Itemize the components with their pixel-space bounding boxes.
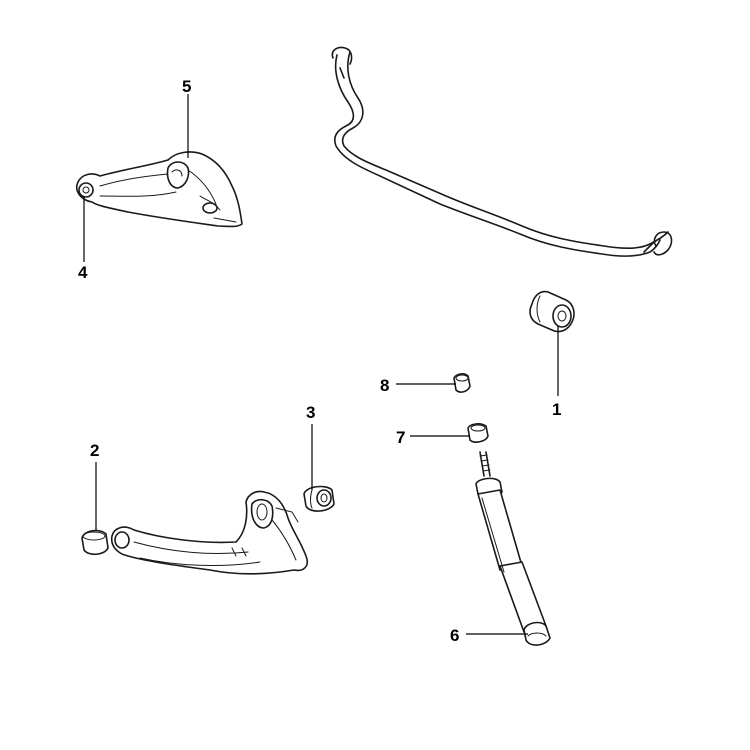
upper-control-arm	[76, 151, 243, 228]
stabilizer-bar	[331, 46, 673, 257]
lower-control-arm	[110, 490, 309, 575]
lower-arm-bushing-2	[81, 529, 109, 556]
stabilizer-bushing	[529, 290, 575, 333]
callouts: 1 2 3 4 5 6 7 8	[78, 77, 561, 645]
small-bushing-8	[453, 373, 471, 393]
callout-7: 7	[396, 428, 405, 447]
small-bushing-7	[467, 423, 489, 443]
lower-arm-bushing-3	[303, 485, 335, 512]
leader-lines	[83, 94, 559, 635]
callout-4: 4	[78, 263, 88, 282]
callout-8: 8	[380, 376, 389, 395]
callout-3: 3	[306, 403, 315, 422]
callout-1: 1	[552, 400, 561, 419]
shock-absorber	[475, 451, 551, 646]
callout-5: 5	[182, 77, 191, 96]
callout-2: 2	[90, 441, 99, 460]
callout-6: 6	[450, 626, 459, 645]
